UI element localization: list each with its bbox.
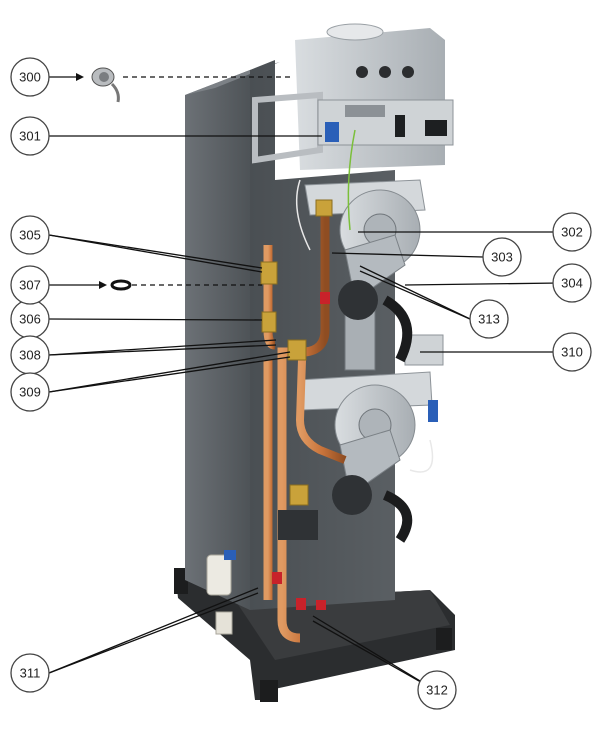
flue-port xyxy=(379,66,391,78)
condensate-hose xyxy=(382,295,413,363)
callout-300: 300 xyxy=(10,57,50,97)
flue-port xyxy=(356,66,368,78)
boiler-unit xyxy=(174,23,455,702)
valve-handle xyxy=(316,600,326,610)
brass-fitting xyxy=(261,311,277,333)
svg-text:303: 303 xyxy=(491,250,513,265)
sensor-wire xyxy=(409,439,434,473)
callout-313: 313 xyxy=(469,299,509,339)
callout-302: 302 xyxy=(552,212,592,252)
copper-pipe-lower xyxy=(295,359,347,464)
part-307-o-ring xyxy=(110,279,132,291)
svg-text:313: 313 xyxy=(478,312,500,327)
upper-fan-motor xyxy=(338,280,378,320)
terminal-strip xyxy=(345,105,385,117)
svg-text:312: 312 xyxy=(426,683,448,698)
callout-304: 304 xyxy=(552,263,592,303)
svg-text:304: 304 xyxy=(561,276,583,291)
part-300-cable-gland xyxy=(91,67,120,103)
brass-fitting xyxy=(260,261,278,285)
leveling-foot xyxy=(174,568,188,594)
leveling-foot xyxy=(260,680,278,702)
condensate-hose xyxy=(382,490,413,543)
valve-handle xyxy=(320,292,330,304)
cabinet-side-panel xyxy=(185,70,250,610)
control-connector xyxy=(325,122,339,142)
svg-text:311: 311 xyxy=(20,666,41,681)
sensor-wire xyxy=(347,129,356,231)
svg-text:310: 310 xyxy=(561,345,583,360)
control-bracket xyxy=(252,91,323,164)
callout-308: 308 xyxy=(10,335,50,375)
callout-306: 306 xyxy=(10,299,50,339)
callout-301: 301 xyxy=(10,116,50,156)
valve-handle xyxy=(272,572,282,584)
callout-309: 309 xyxy=(10,372,50,412)
brass-fitting xyxy=(315,199,333,217)
flue-port xyxy=(402,66,414,78)
svg-text:308: 308 xyxy=(19,348,41,363)
leveling-foot xyxy=(436,628,452,650)
brass-fitting xyxy=(287,339,307,361)
base-plate xyxy=(235,590,450,660)
lower-fan-motor xyxy=(332,475,372,515)
brass-fitting xyxy=(289,484,309,506)
svg-text:302: 302 xyxy=(561,225,583,240)
power-switch xyxy=(395,115,405,137)
flue-collar xyxy=(326,23,384,41)
sensor-connector xyxy=(428,400,438,422)
callout-307: 307 xyxy=(10,265,50,305)
callout-311: 311 xyxy=(10,653,50,693)
svg-text:305: 305 xyxy=(19,228,41,243)
leader-lines xyxy=(48,73,561,691)
callout-312: 312 xyxy=(417,670,457,710)
valve-handle xyxy=(296,598,306,610)
callout-310: 310 xyxy=(552,332,592,372)
condensate-trap xyxy=(206,554,232,596)
copper-pipe-flow xyxy=(277,205,330,643)
sensor-wire xyxy=(295,179,311,251)
callout-303: 303 xyxy=(482,237,522,277)
svg-text:307: 307 xyxy=(19,278,41,293)
svg-text:300: 300 xyxy=(19,70,41,85)
svg-text:309: 309 xyxy=(19,385,41,400)
circulation-pump xyxy=(278,510,318,540)
condensate-cup xyxy=(215,611,233,635)
svg-text:301: 301 xyxy=(19,129,41,144)
trap-connector xyxy=(224,550,236,560)
control-display xyxy=(425,120,447,136)
callout-305: 305 xyxy=(10,215,50,255)
svg-text:306: 306 xyxy=(19,312,41,327)
